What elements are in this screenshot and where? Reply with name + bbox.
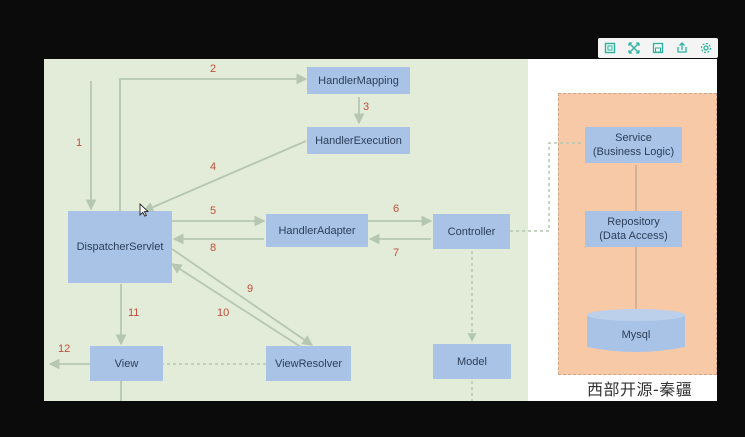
step-8-label: 8	[210, 242, 217, 254]
handler-mapping-node: HandlerMapping	[307, 67, 410, 94]
step-6-label: 6	[393, 203, 400, 215]
controller-node: Controller	[433, 214, 510, 249]
step-5-label: 5	[210, 205, 217, 217]
mysql-cylinder	[587, 309, 685, 352]
service-title: Service	[615, 132, 652, 144]
step-1-label: 1	[76, 137, 83, 149]
mysql-label: Mysql	[621, 329, 651, 341]
step-9-label: 9	[247, 283, 254, 295]
step-7-label: 7	[393, 247, 400, 259]
fullscreen-icon[interactable]	[626, 40, 642, 56]
repository-title: Repository	[607, 216, 660, 228]
dispatcher-servlet-node: DispatcherServlet	[68, 211, 172, 283]
service-node: Service (Business Logic)	[585, 127, 682, 163]
watermark-text: 西部开源-秦疆	[587, 380, 693, 399]
settings-icon[interactable]	[698, 40, 714, 56]
service-subtitle: (Business Logic)	[592, 146, 675, 158]
repository-subtitle: (Data Access)	[599, 230, 668, 242]
diagram-slide: HandlerMapping HandlerExecution Dispatch…	[44, 59, 717, 401]
step-10-label: 10	[217, 307, 230, 319]
step-4-label: 4	[210, 161, 217, 173]
toolbar	[598, 38, 718, 58]
fit-page-icon[interactable]	[602, 40, 618, 56]
view-node: View	[90, 346, 163, 381]
connector-lines	[48, 73, 685, 401]
step-11-label: 11	[128, 307, 140, 319]
handler-adapter-node: HandlerAdapter	[266, 214, 368, 247]
view-resolver-node: ViewResolver	[266, 346, 351, 381]
save-icon[interactable]	[650, 40, 666, 56]
mouse-cursor-icon	[139, 203, 149, 217]
repository-node: Repository (Data Access)	[585, 211, 682, 247]
step-3-label: 3	[363, 101, 370, 113]
step-2-label: 2	[210, 63, 217, 75]
model-node: Model	[433, 344, 511, 379]
step-12-label: 12	[58, 343, 71, 355]
handler-execution-node: HandlerExecution	[307, 127, 410, 154]
share-icon[interactable]	[674, 40, 690, 56]
